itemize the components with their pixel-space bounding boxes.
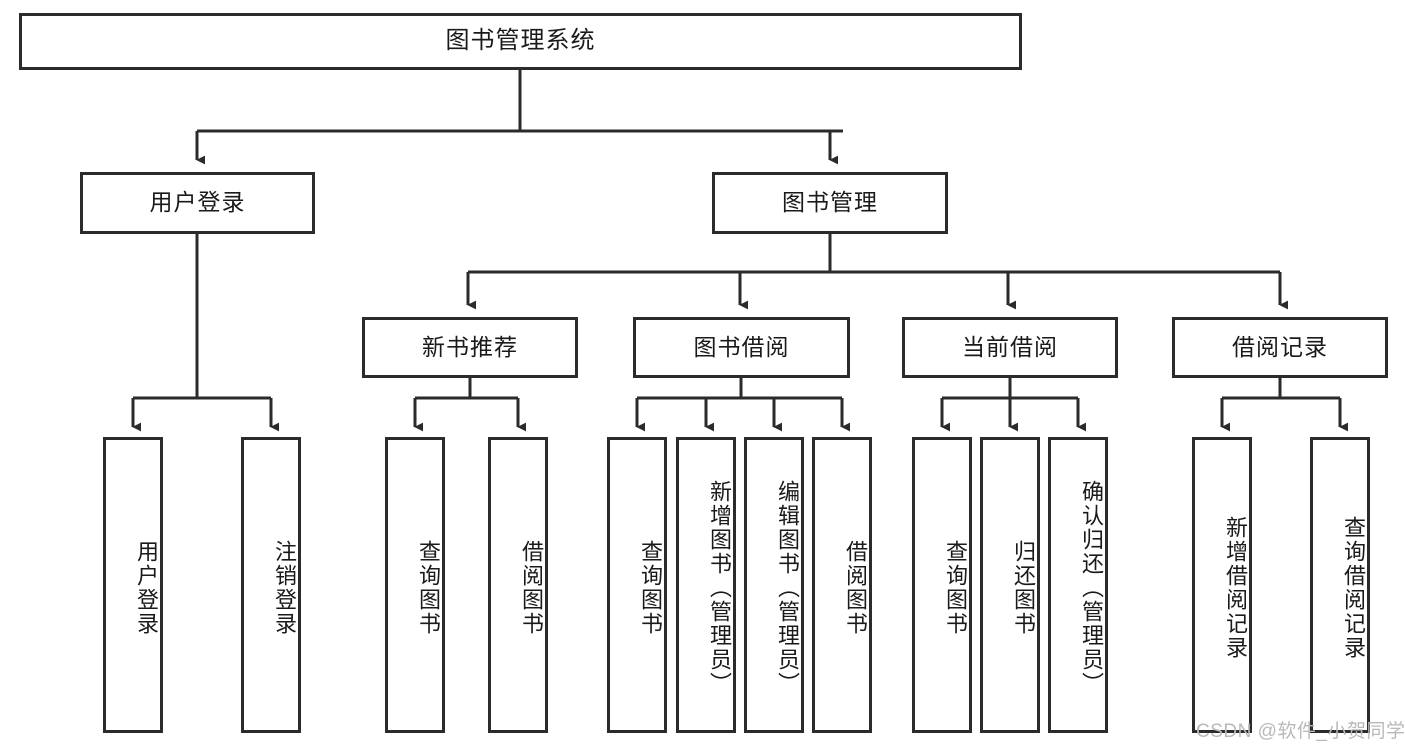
node-root-system[interactable]: 图书管理系统: [19, 13, 1022, 70]
leaf-label: 查询借阅记录: [1341, 516, 1366, 660]
leaf-label: 编辑图书（管理员）: [775, 480, 800, 696]
node-new-book-recommend[interactable]: 新书推荐: [362, 317, 578, 378]
node-user-login[interactable]: 用户登录: [80, 172, 315, 234]
leaf-recommend-query-book[interactable]: 查询图书: [385, 437, 445, 733]
leaf-label: 归还图书: [1011, 540, 1036, 636]
leaf-current-return-book[interactable]: 归还图书: [980, 437, 1040, 733]
leaf-borrow-borrow-book[interactable]: 借阅图书: [812, 437, 872, 733]
leaf-borrow-add-book[interactable]: 新增图书（管理员）: [676, 437, 736, 733]
leaf-label: 借阅图书: [519, 540, 544, 636]
watermark-text: CSDN @软件_小贺同学: [1196, 721, 1405, 742]
leaf-records-add-record[interactable]: 新增借阅记录: [1192, 437, 1252, 733]
leaf-current-query-book[interactable]: 查询图书: [912, 437, 972, 733]
leaf-label: 查询图书: [943, 540, 968, 636]
leaf-recommend-borrow-book[interactable]: 借阅图书: [488, 437, 548, 733]
leaf-borrow-edit-book[interactable]: 编辑图书（管理员）: [744, 437, 804, 733]
leaf-label: 借阅图书: [843, 540, 868, 636]
node-book-management[interactable]: 图书管理: [712, 172, 948, 234]
node-current-borrow[interactable]: 当前借阅: [902, 317, 1118, 378]
leaf-label: 查询图书: [638, 540, 663, 636]
leaf-borrow-query-book[interactable]: 查询图书: [607, 437, 667, 733]
node-book-borrow[interactable]: 图书借阅: [633, 317, 850, 378]
leaf-label: 新增图书（管理员）: [707, 480, 732, 696]
leaf-records-query-record[interactable]: 查询借阅记录: [1310, 437, 1370, 733]
leaf-user-login-signout[interactable]: 注销登录: [241, 437, 301, 733]
leaf-user-login-signin[interactable]: 用户登录: [103, 437, 163, 733]
node-borrow-records[interactable]: 借阅记录: [1172, 317, 1388, 378]
leaf-current-confirm-return[interactable]: 确认归还（管理员）: [1048, 437, 1108, 733]
leaf-label: 新增借阅记录: [1223, 516, 1248, 660]
leaf-label: 注销登录: [272, 540, 297, 636]
leaf-label: 用户登录: [134, 540, 159, 636]
leaf-label: 确认归还（管理员）: [1079, 480, 1104, 696]
leaf-label: 查询图书: [416, 540, 441, 636]
